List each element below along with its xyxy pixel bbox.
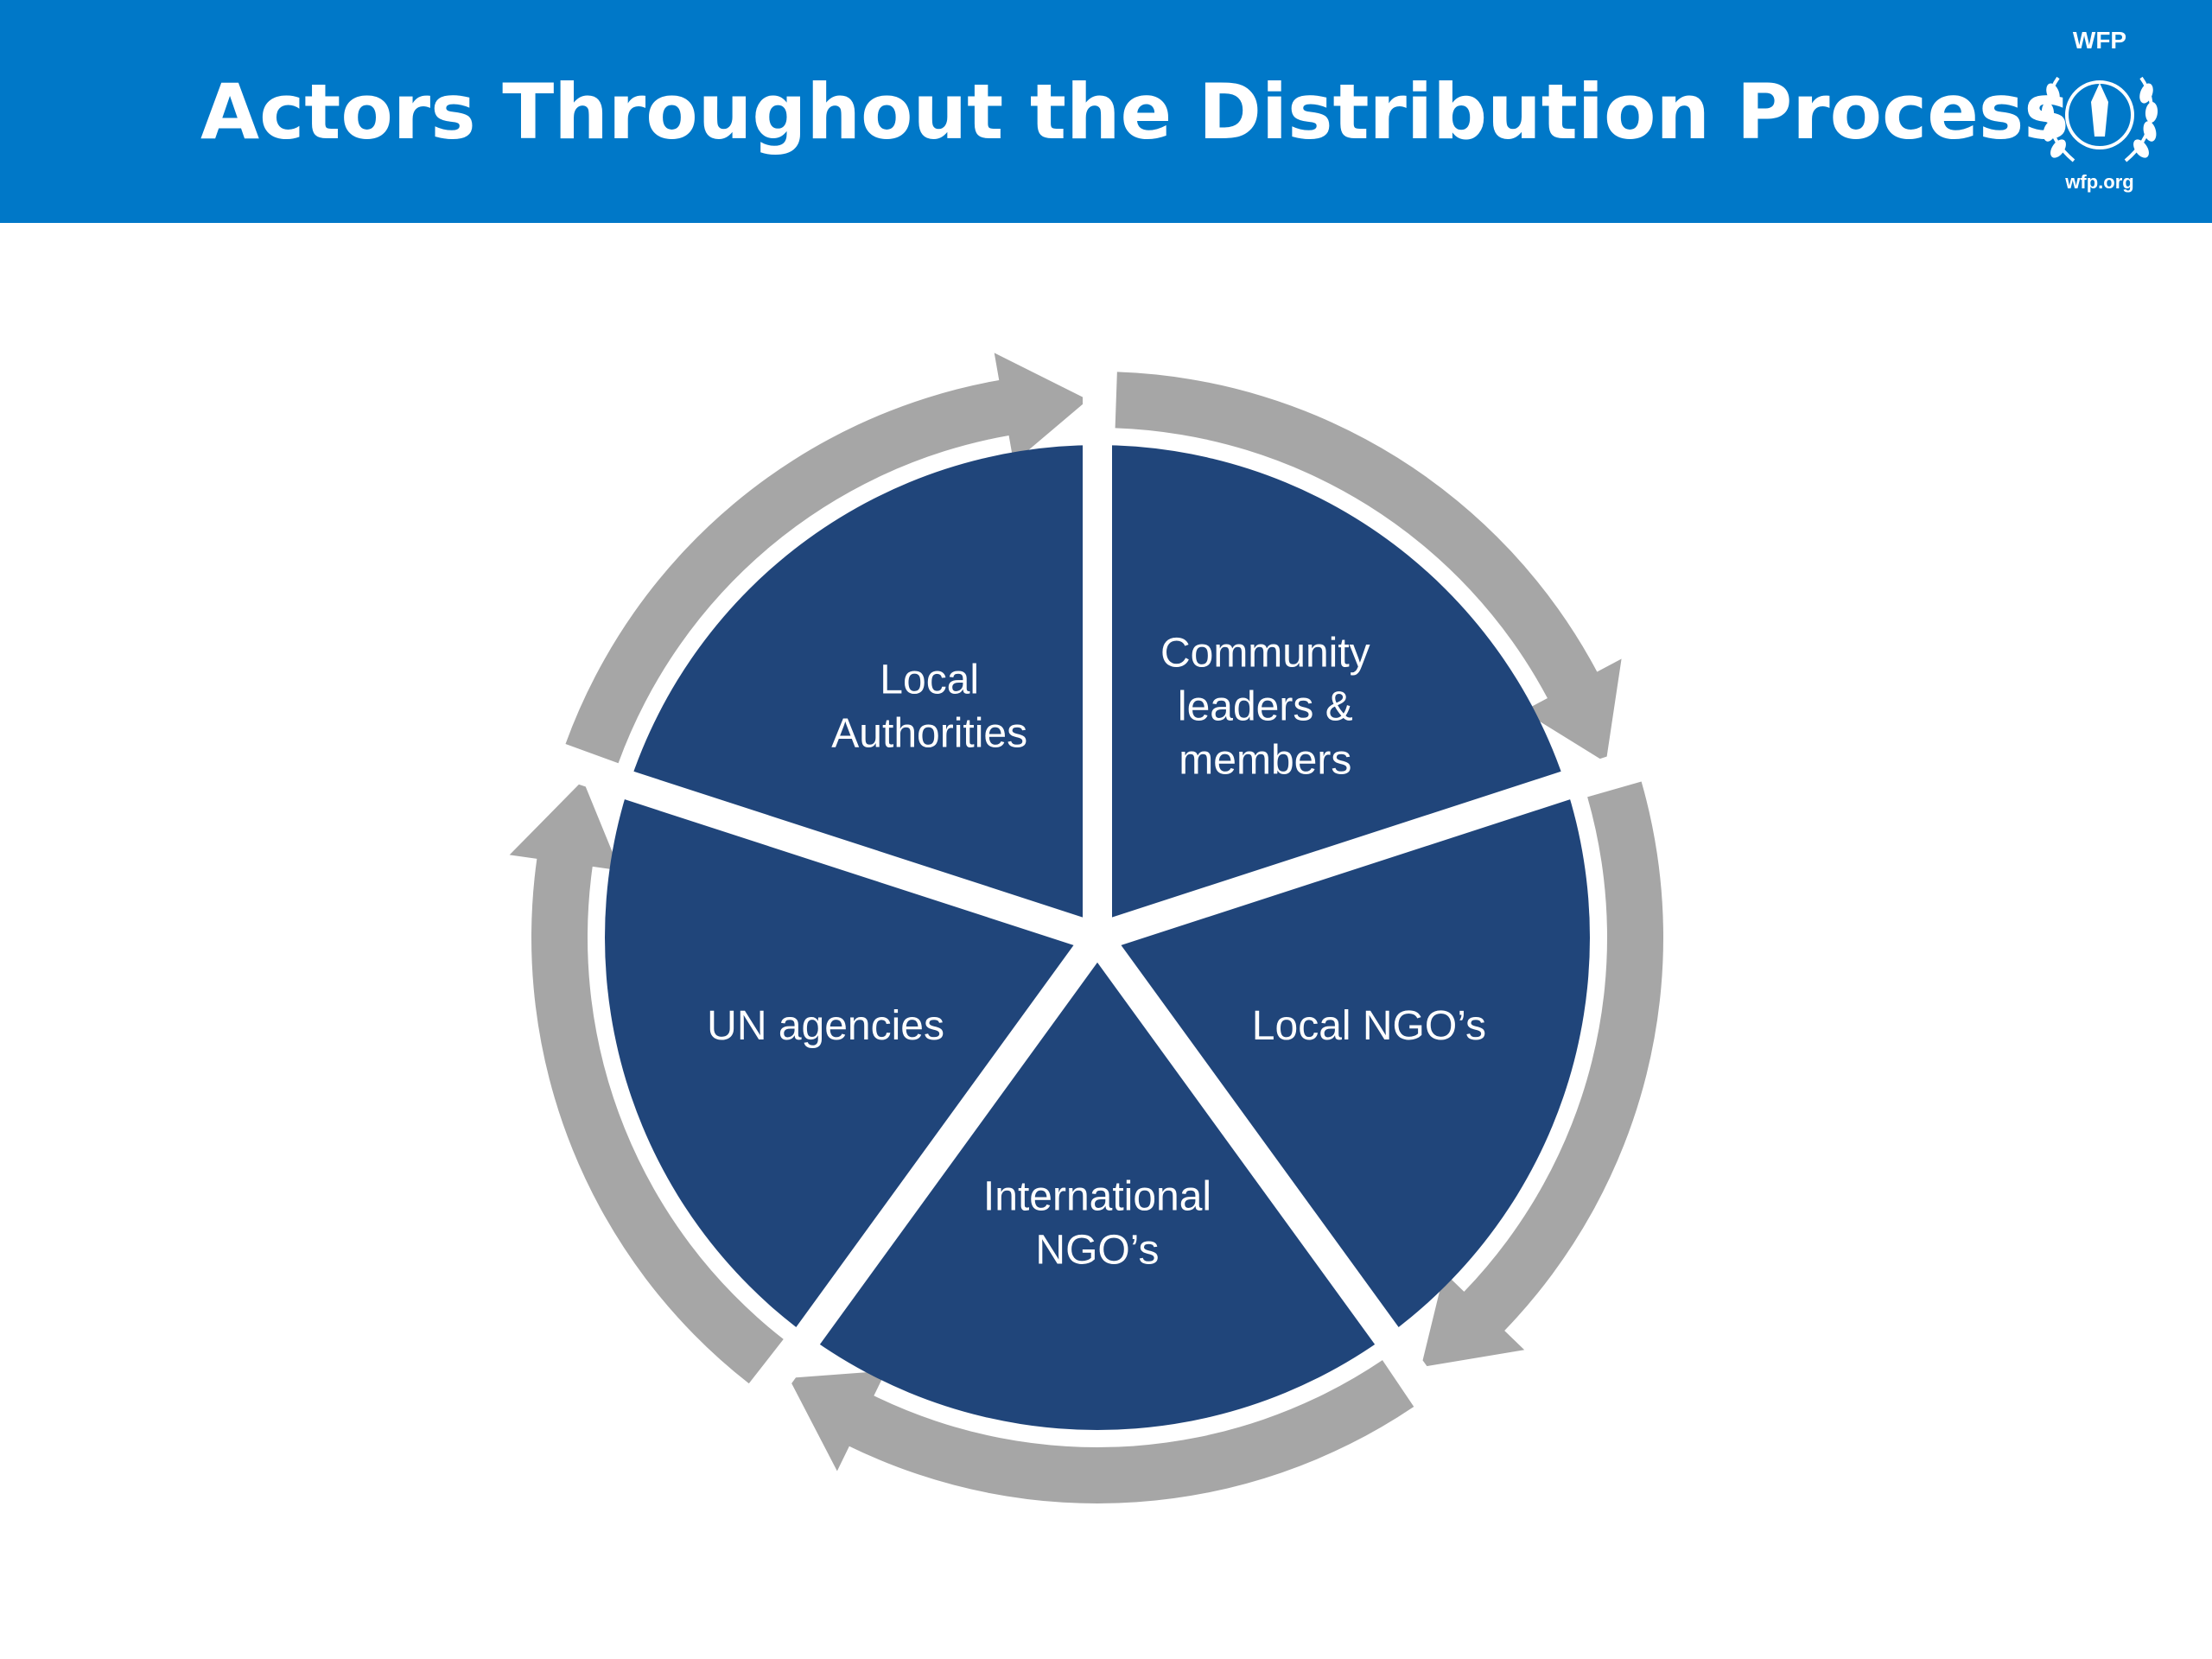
- pie-segment: [605, 785, 1097, 1337]
- slide-title: Actors Throughout the Distribution Proce…: [200, 67, 2069, 156]
- segment-divider: [521, 738, 1103, 952]
- segment-label-line: NGO’s: [1035, 1228, 1159, 1274]
- segment-label-line: UN agencies: [707, 1003, 944, 1049]
- cycle-arrow: [509, 779, 784, 1384]
- cycle-arrow: [1115, 372, 1622, 763]
- segment-label-line: leaders &: [1178, 684, 1353, 730]
- segment-divider: [1085, 929, 1463, 1433]
- segment-label-line: Local: [880, 658, 979, 703]
- diagram-center: [1085, 925, 1109, 950]
- pie-segment: [807, 938, 1388, 1430]
- segment-label-line: Community: [1160, 631, 1370, 677]
- cycle-arrow: [565, 353, 1089, 764]
- segment-label: Local NGO’s: [1252, 1003, 1486, 1049]
- cycle-arrow: [1421, 781, 1663, 1368]
- title-banner: Actors Throughout the Distribution Proce…: [0, 0, 2212, 223]
- segment-label-line: Local NGO’s: [1252, 1003, 1486, 1049]
- segment-divider: [1092, 738, 1674, 952]
- segment-label-line: Authorities: [831, 711, 1027, 757]
- segment-divider: [732, 929, 1109, 1433]
- cycle-arrow: [788, 1360, 1414, 1503]
- logo-top-text: WFP: [2073, 27, 2126, 54]
- segment-label: UN agencies: [707, 1003, 944, 1049]
- segment-label-line: members: [1179, 738, 1351, 784]
- segment-label: Community leaders & members: [1160, 631, 1370, 784]
- segment-label-line: International: [983, 1174, 1211, 1220]
- pie-segment: [1097, 785, 1590, 1337]
- wfp-logo: WFP wfp.org: [2041, 27, 2158, 193]
- logo-bottom-text: wfp.org: [2064, 171, 2133, 193]
